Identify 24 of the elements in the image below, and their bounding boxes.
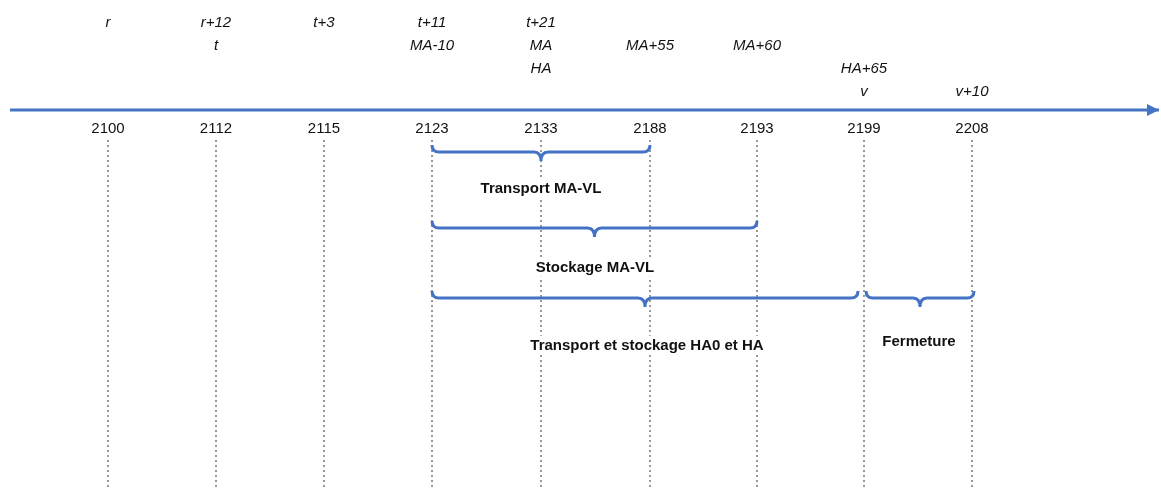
time-marker-label: t+3 [313, 13, 335, 31]
time-marker-label: v+10 [955, 82, 989, 100]
time-marker-label: MA+55 [626, 36, 674, 54]
time-marker-label: HA+65 [840, 59, 888, 77]
year-label: 2188 [633, 119, 667, 137]
time-marker-label: v [860, 82, 868, 100]
time-marker-label: r+12 [200, 13, 232, 31]
time-marker-label: t [213, 36, 219, 54]
time-marker-label: MA+60 [733, 36, 781, 54]
year-label: 2199 [847, 119, 881, 137]
year-label: 2112 [199, 119, 233, 137]
time-marker-label: MA-10 [409, 36, 455, 54]
phase-label: Transport et stockage HA0 et HA [527, 335, 767, 355]
year-label: 2208 [955, 119, 989, 137]
time-marker-label: t+11 [417, 13, 447, 31]
year-label: 2133 [524, 119, 558, 137]
time-marker-label: HA [530, 59, 552, 77]
time-marker-label: t+21 [526, 13, 556, 31]
year-label: 2100 [91, 119, 125, 137]
year-label: 2123 [415, 119, 449, 137]
time-marker-label: MA [529, 36, 553, 54]
time-marker-label: r [105, 13, 111, 31]
year-label: 2193 [740, 119, 774, 137]
year-label: 2115 [307, 119, 341, 137]
